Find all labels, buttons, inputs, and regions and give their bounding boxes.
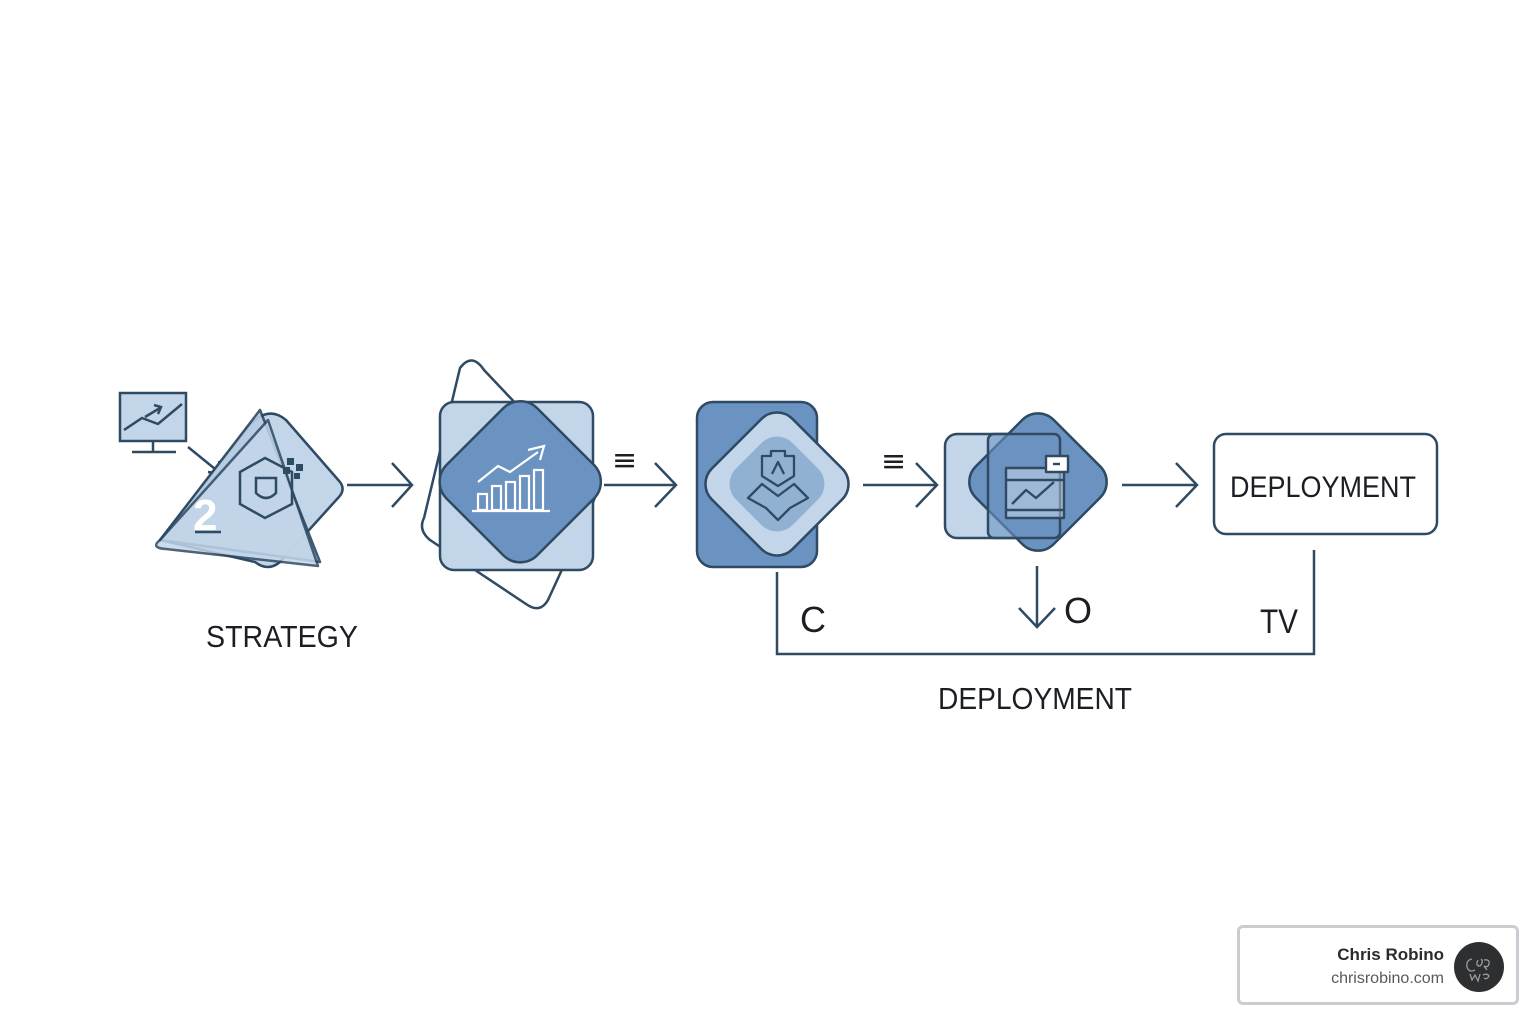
monitor-icon <box>118 391 188 454</box>
flow-arrow-3 <box>863 462 939 508</box>
puzzle-dots-icon <box>283 458 303 479</box>
hexagon-shield-icon <box>238 456 294 520</box>
flow-arrow-4 <box>1122 462 1199 508</box>
letter-tv-label: TV <box>1260 603 1298 641</box>
author-name: Chris Robino <box>1337 945 1444 964</box>
down-arrow <box>1018 566 1056 629</box>
browser-chart-icon <box>1004 454 1070 520</box>
strategy-label: STRATEGY <box>206 619 358 654</box>
bar-chart-growth-icon <box>472 444 550 513</box>
flow-arrow-2 <box>604 462 678 508</box>
letter-o-label: O <box>1064 590 1092 631</box>
menu-glyph-2: ≡ <box>881 444 906 479</box>
security-shape <box>695 400 850 569</box>
menu-glyph-1: ≡ <box>612 443 637 478</box>
author-url[interactable]: chrisrobino.com <box>1331 970 1444 987</box>
feedback-bracket <box>775 550 1316 656</box>
author-badge[interactable]: Chris Robino chrisrobino.com <box>1237 925 1519 1005</box>
deployment-box <box>1212 432 1439 536</box>
flow-arrow-1 <box>347 462 414 508</box>
shield-chevron-icon <box>746 449 810 522</box>
avatar-logo-icon <box>1466 958 1490 983</box>
growth-shape <box>420 359 603 610</box>
author-info: Chris Robino chrisrobino.com <box>1331 944 1444 990</box>
avatar <box>1454 942 1504 992</box>
bottom-deployment-label: DEPLOYMENT <box>938 681 1132 716</box>
deployment-box-label: DEPLOYMENT <box>1230 471 1416 504</box>
letter-c-label: C <box>800 599 826 640</box>
